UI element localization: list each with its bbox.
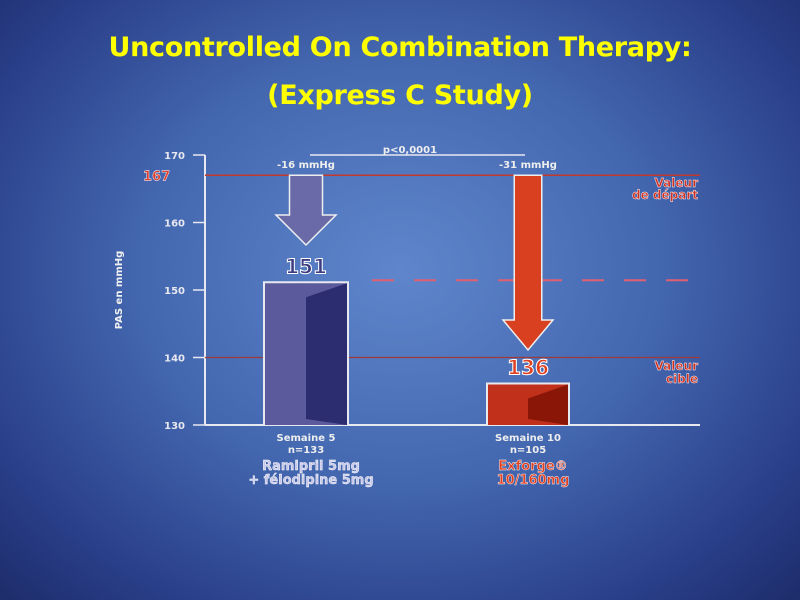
n-label: n=133 (288, 445, 324, 456)
y-tick-label: 160 (164, 219, 185, 230)
y-tick-label: 150 (164, 286, 185, 297)
bar-value-label: 151 (285, 254, 327, 278)
treatment-label: 10/160mg (497, 473, 570, 488)
week-label: Semaine 10 (495, 433, 561, 444)
target-text: cible (666, 372, 698, 386)
slide-title-line1: Uncontrolled On Combination Therapy: (108, 32, 692, 63)
y-tick-label: 140 (164, 354, 185, 365)
n-label: n=105 (510, 445, 546, 456)
y-tick-label: 130 (164, 421, 185, 432)
bar-value-label: 136 (507, 356, 549, 380)
treatment-label: Exforge® (498, 459, 567, 474)
baseline-text: Valeur (655, 176, 699, 190)
change-arrow (501, 174, 555, 352)
bar-shade (528, 384, 568, 425)
y-axis-label: PAS en mmHg (114, 251, 125, 330)
baseline-value-label: 167 (143, 169, 170, 184)
week-label: Semaine 5 (277, 433, 336, 444)
y-tick-label: 170 (164, 151, 185, 162)
treatment-label: + félodipine 5mg (248, 473, 373, 488)
change-arrow (274, 174, 338, 247)
baseline-text: de départ (632, 188, 698, 202)
change-label: -16 mmHg (277, 160, 335, 171)
target-text: Valeur (655, 359, 699, 373)
treatment-label: Ramipril 5mg (262, 459, 360, 474)
bar-shade (306, 283, 347, 425)
slide-title-line2: (Express C Study) (267, 80, 533, 111)
pvalue-label: p<0,0001 (383, 145, 437, 156)
change-label: -31 mmHg (499, 160, 557, 171)
